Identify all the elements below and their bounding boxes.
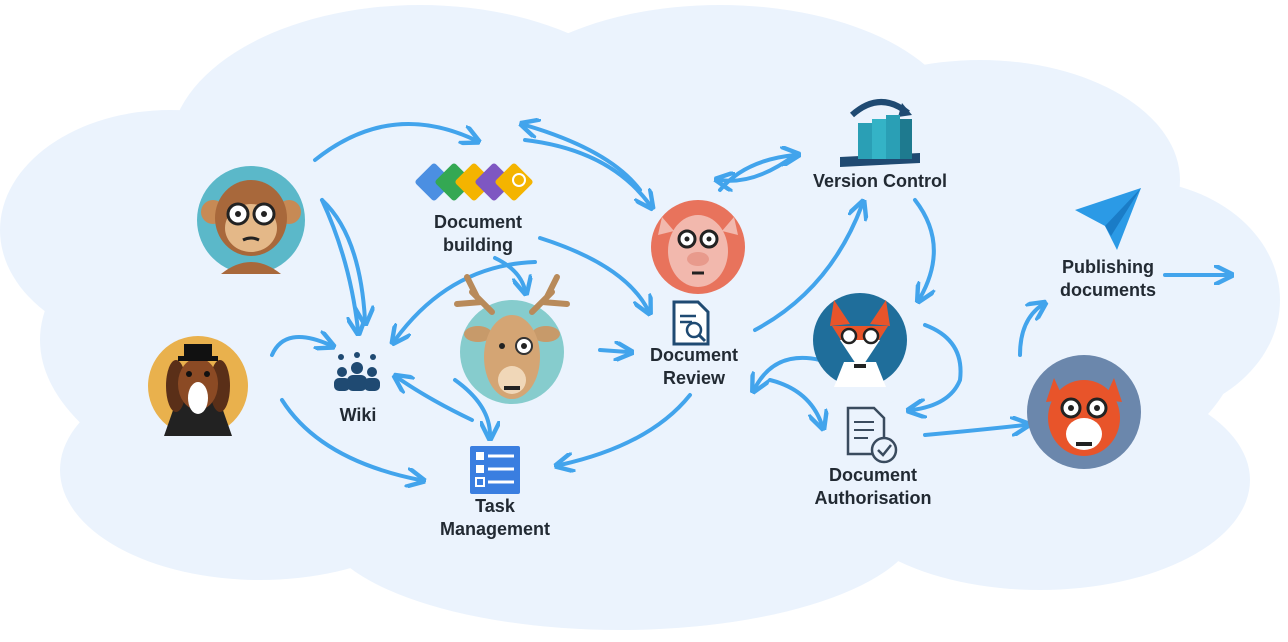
document-building-icon <box>415 163 533 201</box>
arrow-monkey-to-wiki-2 <box>320 198 358 330</box>
arrow-version-to-pig <box>720 153 797 181</box>
document-authorisation-label: Document Authorisation <box>803 464 943 510</box>
arrow-fox-to-auth <box>912 323 963 410</box>
document-building-label: Document building <box>418 211 538 257</box>
arrow-fox-to-review <box>755 355 822 388</box>
arrow-deer-to-wiki <box>395 260 537 340</box>
document-review-icon <box>672 300 710 346</box>
task-checklist-icon <box>470 446 520 494</box>
publishing-line2: documents <box>1059 280 1156 300</box>
arrow-monkey-to-building <box>313 122 475 162</box>
publishing-line1: Publishing <box>1062 257 1154 277</box>
arrow-review-to-task <box>560 393 692 465</box>
task-management-line2: Management <box>439 519 551 539</box>
arrow-auth-to-cat <box>923 425 1025 437</box>
arrow-building-to-deer <box>493 256 525 290</box>
document-review-label: Document Review <box>634 344 754 390</box>
wiki-label: Wiki <box>339 405 377 425</box>
arrow-review-to-building <box>525 125 642 192</box>
arrow-beagle-to-wiki <box>270 337 330 357</box>
document-review-line1: Document <box>649 345 738 365</box>
arrow-review-to-version <box>753 205 862 332</box>
cloud-background <box>0 5 1280 630</box>
document-authorisation-line2: Authorisation <box>814 488 932 508</box>
arrow-review-to-auth <box>768 378 822 425</box>
version-control-label: Version Control <box>812 171 947 191</box>
document-authorisation-line1: Document <box>828 465 917 485</box>
document-building-line2: building <box>443 235 513 255</box>
arrow-building-to-review <box>538 236 648 310</box>
document-review-line2: Review <box>662 368 726 388</box>
arrow-task-to-wiki <box>398 378 474 422</box>
document-building-line1: Document <box>433 212 522 232</box>
arrow-deer-to-task <box>453 378 490 435</box>
wiki-people-icon <box>334 352 380 391</box>
fox-avatar <box>813 293 907 387</box>
document-authorisation-icon <box>846 406 898 464</box>
arrow-deer-to-review <box>598 350 628 352</box>
arrow-cat-to-publish <box>1018 305 1042 357</box>
cat-avatar <box>1027 355 1141 469</box>
version-control-icon <box>840 99 920 167</box>
flow-arrows <box>270 122 1228 480</box>
arrow-monkey-to-wiki <box>320 198 365 320</box>
pig-avatar <box>651 200 745 294</box>
paper-plane-icon <box>1075 188 1141 250</box>
monkey-avatar <box>197 166 305 274</box>
arrow-beagle-to-task <box>280 398 420 480</box>
task-management-line1: Task <box>475 496 515 516</box>
task-management-label: Task Management <box>430 495 560 541</box>
arrow-building-to-pig <box>523 138 650 205</box>
beagle-avatar <box>148 336 248 436</box>
publishing-documents-label: Publishing documents <box>1048 256 1168 302</box>
arrow-version-to-fox <box>913 198 936 298</box>
deer-avatar <box>454 274 570 404</box>
